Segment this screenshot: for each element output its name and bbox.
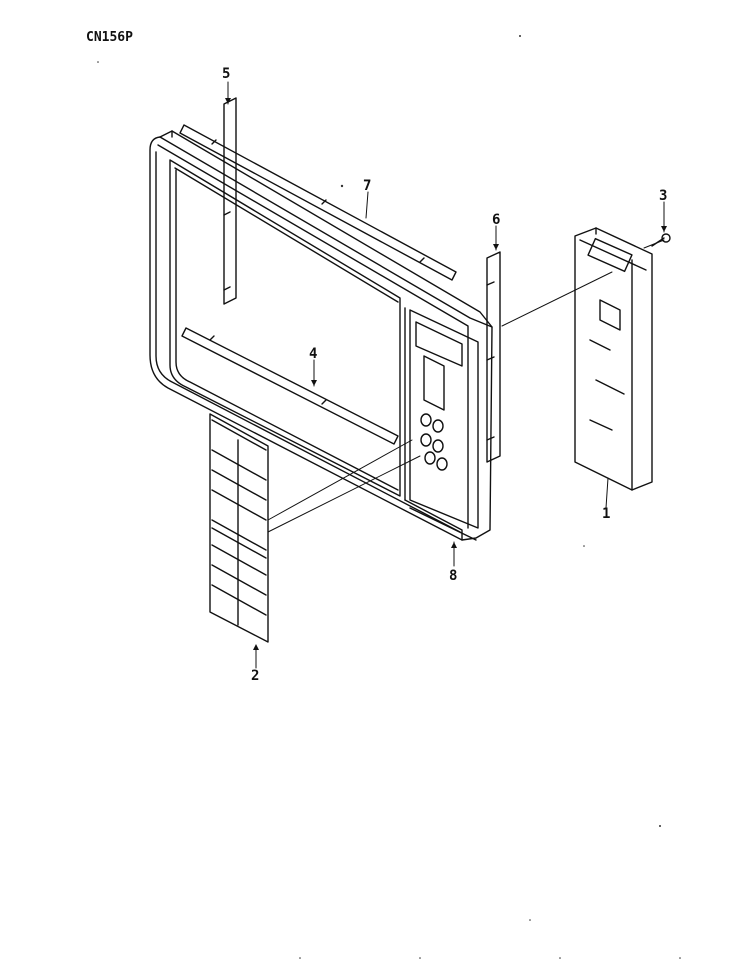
- callout-7: 7: [363, 178, 371, 194]
- callout-6: 6: [492, 212, 500, 228]
- top-choke-strip-part-7: [179, 124, 457, 281]
- callout-3: 3: [659, 188, 667, 204]
- callout-5: 5: [222, 66, 230, 82]
- leader-lines: [227, 81, 665, 669]
- scan-specks: [97, 35, 681, 959]
- bottom-choke-strip-part-4: [181, 327, 399, 445]
- callout-1: 1: [602, 506, 610, 522]
- circuit-board-part-1: [574, 227, 653, 491]
- control-overlay-part-2: [209, 413, 269, 643]
- callout-4: 4: [309, 346, 317, 362]
- right-vertical-strip-part-6: [486, 251, 501, 463]
- model-number: CN156P: [86, 30, 133, 45]
- callout-8: 8: [449, 568, 457, 584]
- door-frame: [149, 130, 493, 541]
- left-vertical-strip-part-5: [223, 97, 237, 305]
- callout-2: 2: [251, 668, 259, 684]
- leader-arrowheads: [225, 98, 667, 650]
